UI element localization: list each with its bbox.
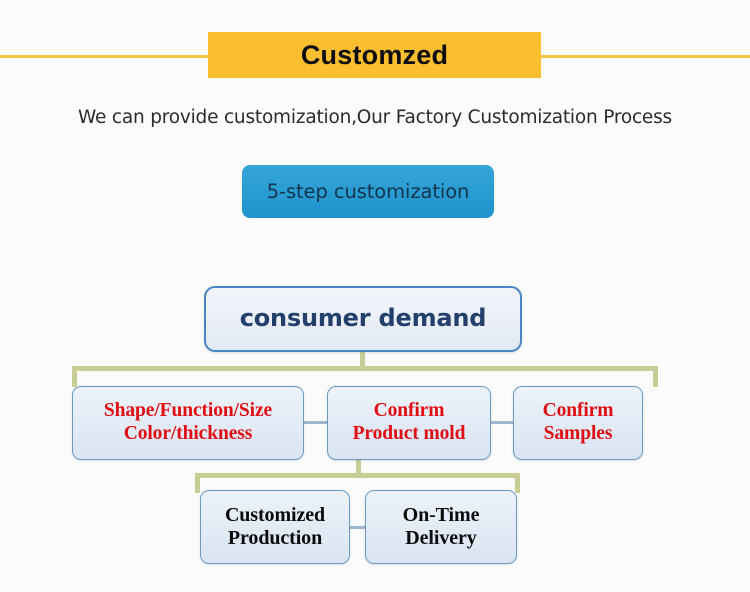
page-title: Customzed <box>300 39 449 70</box>
connector-drop-shape <box>72 366 77 387</box>
node-customized-production-text: Customized Production <box>225 504 325 550</box>
link-shape-to-mold <box>303 421 328 424</box>
node-shape-function-size-text: Shape/Function/Size Color/thickness <box>104 400 272 445</box>
connector-drop-delivery <box>515 473 520 493</box>
connector-drop-samples <box>653 366 658 387</box>
connector-mold-stem <box>356 460 361 474</box>
subtitle-text: We can provide customization,Our Factory… <box>78 107 672 128</box>
connector-level1-bus <box>72 366 658 371</box>
connector-drop-production <box>195 473 200 493</box>
node-customized-production-line2: Production <box>227 527 323 549</box>
node-shape-function-size-line1: Shape/Function/Size <box>103 400 273 422</box>
link-production-to-delivery <box>349 526 366 529</box>
node-customized-production[interactable]: Customized Production <box>200 490 350 564</box>
header-banner: Customzed <box>208 32 541 78</box>
node-confirm-product-mold-line2: Product mold <box>352 423 466 444</box>
node-confirm-samples-line2: Samples <box>543 423 613 444</box>
node-confirm-samples-line1: Confirm <box>542 400 614 422</box>
connector-root-stem <box>360 352 365 367</box>
connector-level2-bus <box>195 473 520 478</box>
node-confirm-samples-text: Confirm Samples <box>543 400 614 445</box>
five-step-customization-button[interactable]: 5-step customization <box>242 165 494 218</box>
node-on-time-delivery[interactable]: On-Time Delivery <box>365 490 517 564</box>
node-on-time-delivery-text: On-Time Delivery <box>403 504 480 550</box>
node-confirm-product-mold[interactable]: Confirm Product mold <box>327 386 491 460</box>
node-confirm-product-mold-text: Confirm Product mold <box>353 400 466 445</box>
node-shape-function-size-line2: Color/thickness <box>123 423 253 444</box>
link-mold-to-samples <box>490 421 514 424</box>
node-shape-function-size[interactable]: Shape/Function/Size Color/thickness <box>72 386 304 460</box>
node-customized-production-line1: Customized <box>224 503 326 526</box>
node-consumer-demand[interactable]: consumer demand <box>204 286 522 352</box>
node-on-time-delivery-line1: On-Time <box>402 503 480 526</box>
node-confirm-product-mold-line1: Confirm <box>373 400 445 422</box>
node-on-time-delivery-line2: Delivery <box>405 527 477 549</box>
node-confirm-samples[interactable]: Confirm Samples <box>513 386 643 460</box>
five-step-customization-label: 5-step customization <box>266 180 470 203</box>
node-consumer-demand-label: consumer demand <box>239 304 487 333</box>
